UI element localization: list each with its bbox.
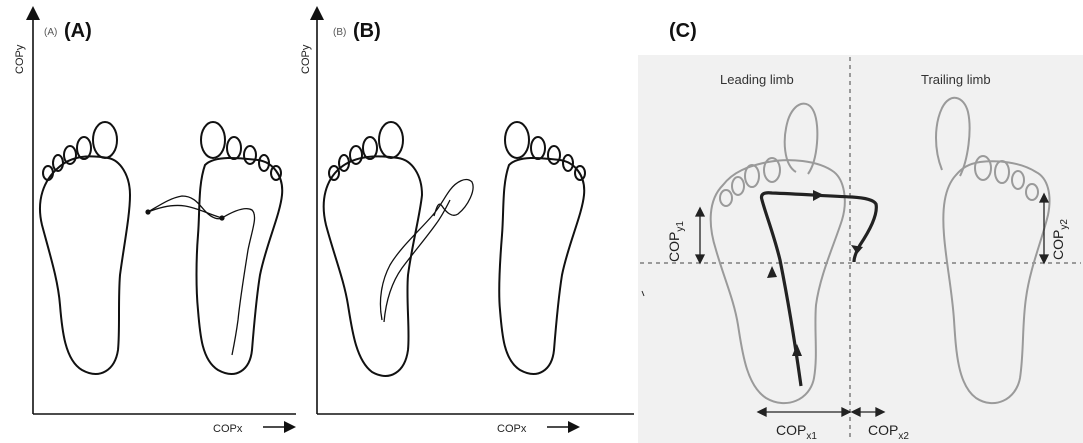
panel-b-left-foot (324, 122, 422, 376)
panel-a-cop-trace (148, 196, 255, 355)
trailing-limb-label: Trailing limb (921, 72, 991, 87)
panel-a-x-arrow-icon (284, 421, 296, 433)
panel-a-axes (33, 18, 296, 427)
arrow-down-icon (851, 245, 863, 254)
panel-b: (B) (B) COPy COPx (300, 0, 640, 443)
cop-y1-label: COPy1 (666, 221, 686, 262)
arrow-right-icon (813, 190, 824, 201)
panel-a-left-foot (40, 122, 130, 374)
panel-a-right-foot (197, 122, 283, 374)
panel-c: (C) (638, 0, 1083, 443)
cop-x2-label: COPx2 (868, 422, 909, 442)
cop-x1-label: COPx1 (776, 422, 817, 442)
panel-b-x-arrow-icon (568, 421, 580, 433)
panel-a-y-arrow-icon (26, 6, 40, 20)
panel-c-figure (638, 0, 1083, 443)
leading-limb-label: Leading limb (720, 72, 794, 87)
panel-b-cop-trace (380, 180, 473, 322)
panel-b-y-arrow-icon (310, 6, 324, 20)
panel-a-cop-dot-mid (219, 215, 224, 220)
cop-y2-label: COPy2 (1050, 219, 1070, 260)
panel-c-dimension-arrows (642, 194, 1048, 416)
arrow-up-icon (767, 266, 777, 278)
panel-b-figure (300, 0, 640, 443)
panel-a: (A) (A) COPy COPx (0, 0, 300, 443)
panel-a-cop-dot-start (145, 209, 150, 214)
panel-a-figure (0, 0, 300, 443)
panel-b-right-foot (499, 122, 585, 374)
panel-c-trailing-foot (936, 98, 1050, 403)
